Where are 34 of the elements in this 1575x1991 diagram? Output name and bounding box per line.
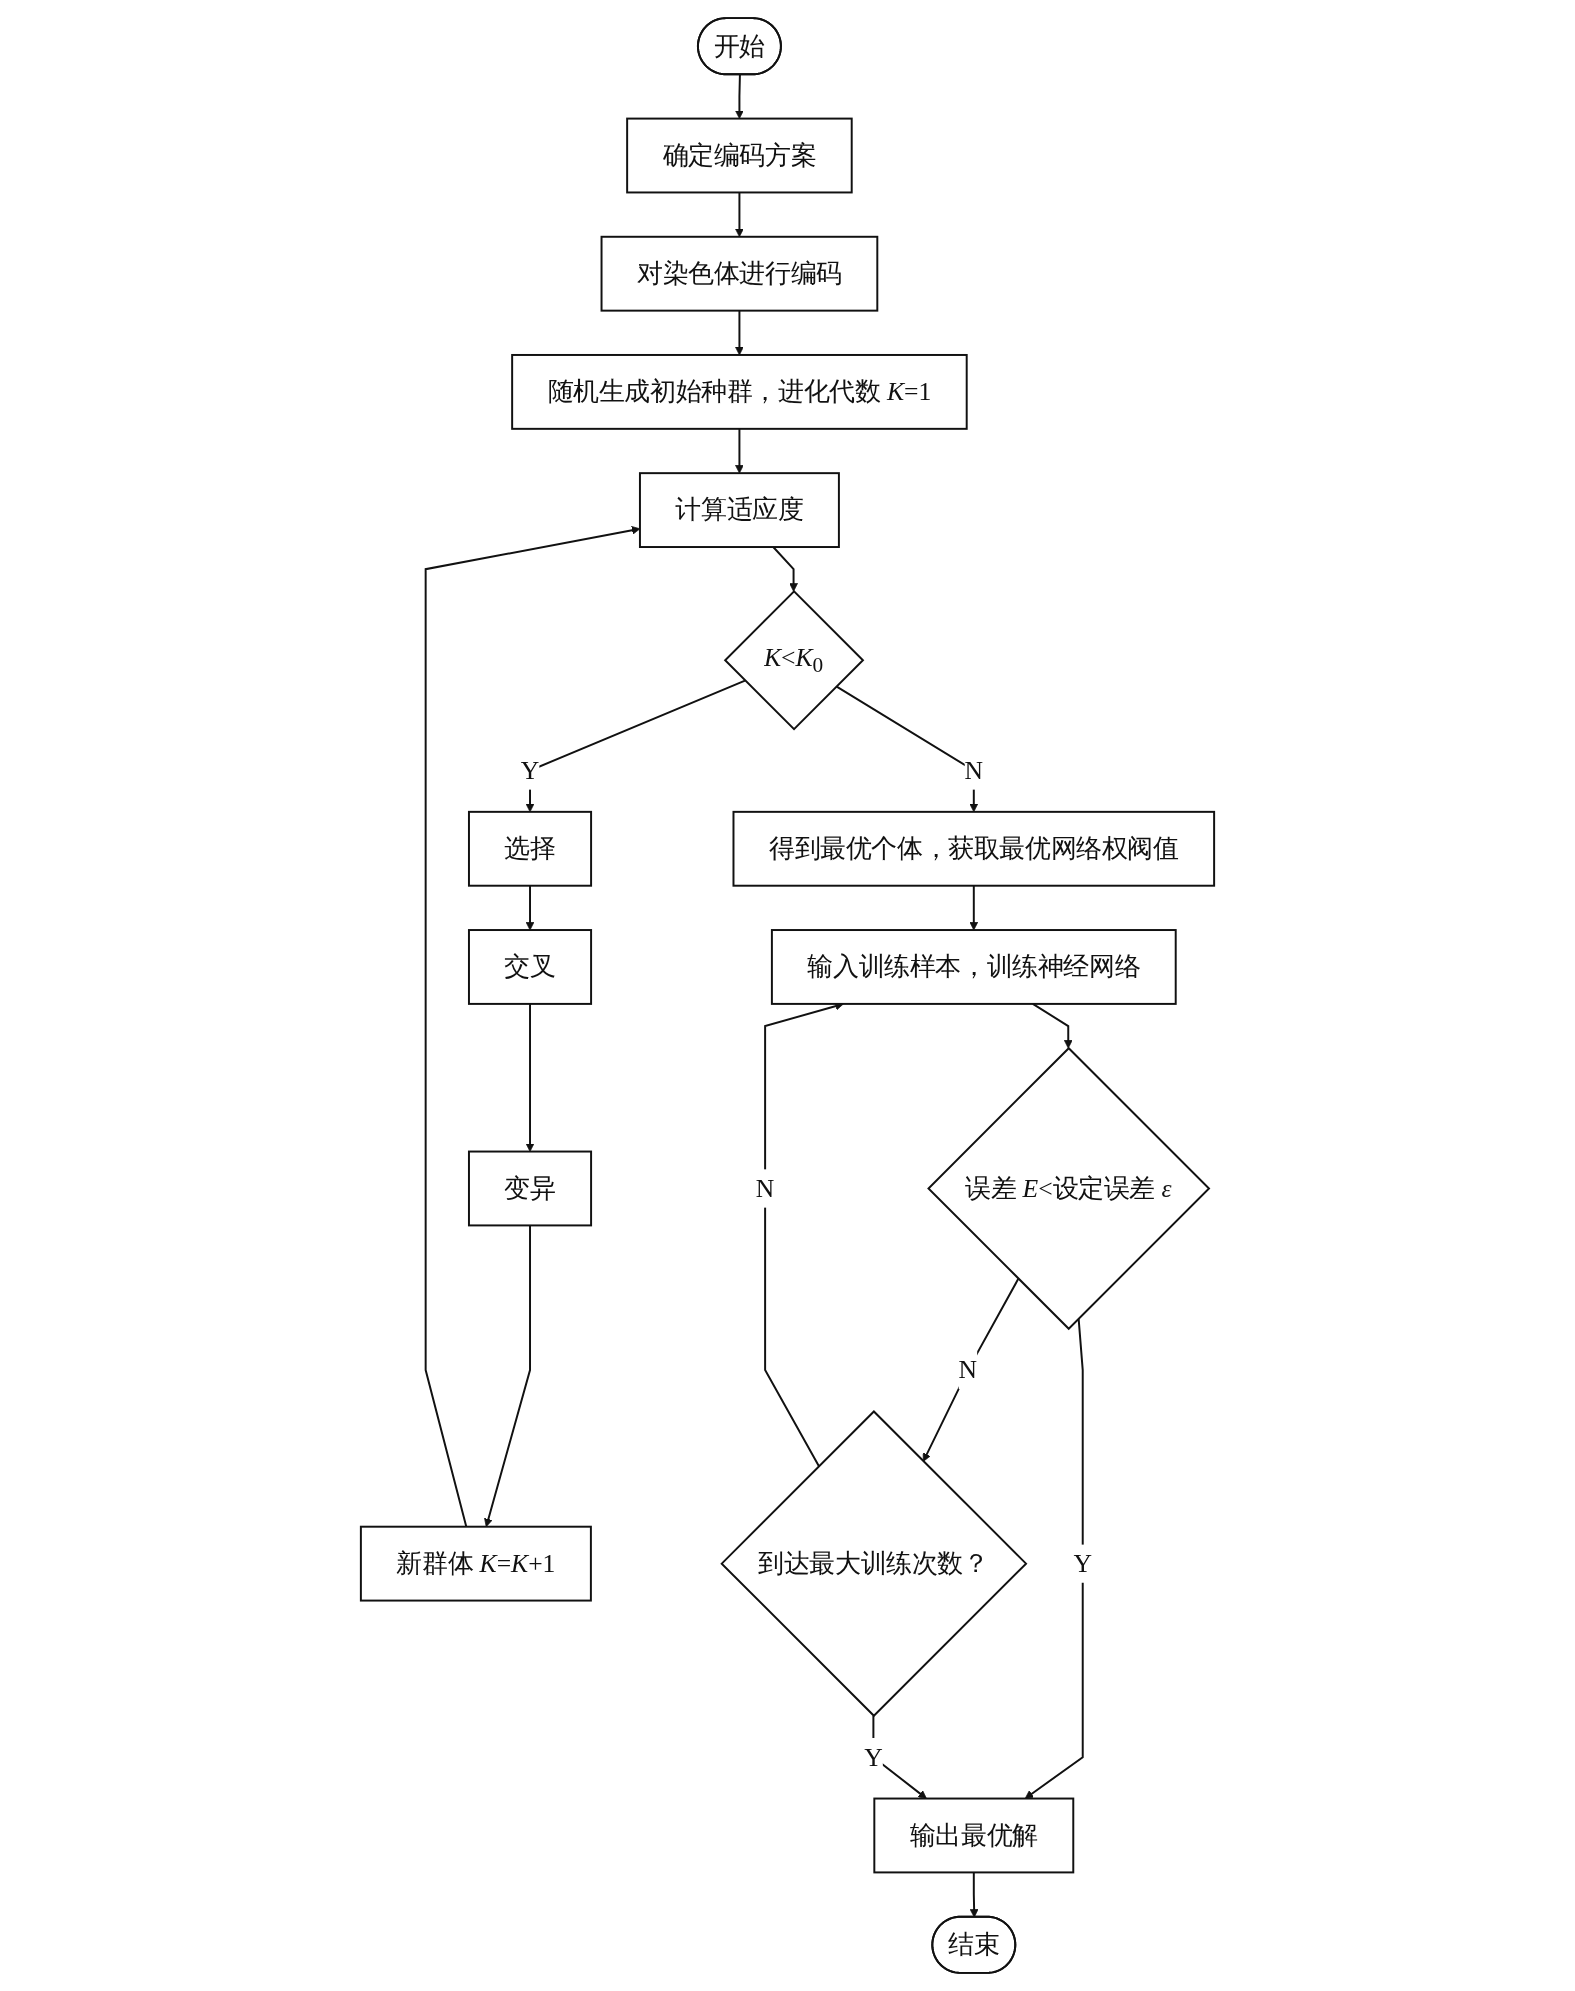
edge-label: Y <box>864 1742 883 1772</box>
edge-label: N <box>958 1355 978 1385</box>
arrow <box>735 427 744 474</box>
edge-label: N <box>964 756 984 785</box>
arrow <box>735 309 744 356</box>
node-diamond: 到达最大训练次数？ <box>720 1410 1028 1718</box>
node-diamond: 误差 E<设定误差 ε <box>927 1046 1211 1331</box>
node-box: 输入训练样本，训练神经网络 <box>770 929 1177 1005</box>
arrow <box>525 679 746 813</box>
arrow <box>735 191 744 238</box>
arrow <box>969 1871 979 1918</box>
arrow <box>484 1224 531 1528</box>
node-box: 新群体 K=K+1 <box>359 1525 592 1602</box>
arrow <box>922 1277 1020 1462</box>
node-box: 计算适应度 <box>638 472 840 548</box>
node-box: 对染色体进行编码 <box>600 235 879 312</box>
node-box: 确定编码方案 <box>626 117 853 194</box>
node-box: 输出最优解 <box>873 1797 1075 1874</box>
edge-label: Y <box>1073 1549 1092 1578</box>
edge-label: Y <box>520 756 540 785</box>
arrow <box>1024 1317 1084 1799</box>
arrow <box>735 73 744 119</box>
node-box: 得到最优个体，获取最优网络权阀值 <box>732 810 1216 887</box>
node-box: 变异 <box>467 1150 593 1227</box>
arrow <box>525 1002 535 1152</box>
node-box: 选择 <box>467 810 593 887</box>
arrow <box>969 884 979 931</box>
node-box: 交叉 <box>467 929 593 1005</box>
arrow <box>772 546 798 592</box>
arrow <box>525 884 535 931</box>
node-diamond: K<K$_{0}$ <box>723 589 865 731</box>
node-box: 随机生成初始种群，进化代数 K=1 <box>511 354 968 430</box>
arrow <box>1031 1002 1073 1049</box>
edge-label: N <box>755 1174 775 1203</box>
